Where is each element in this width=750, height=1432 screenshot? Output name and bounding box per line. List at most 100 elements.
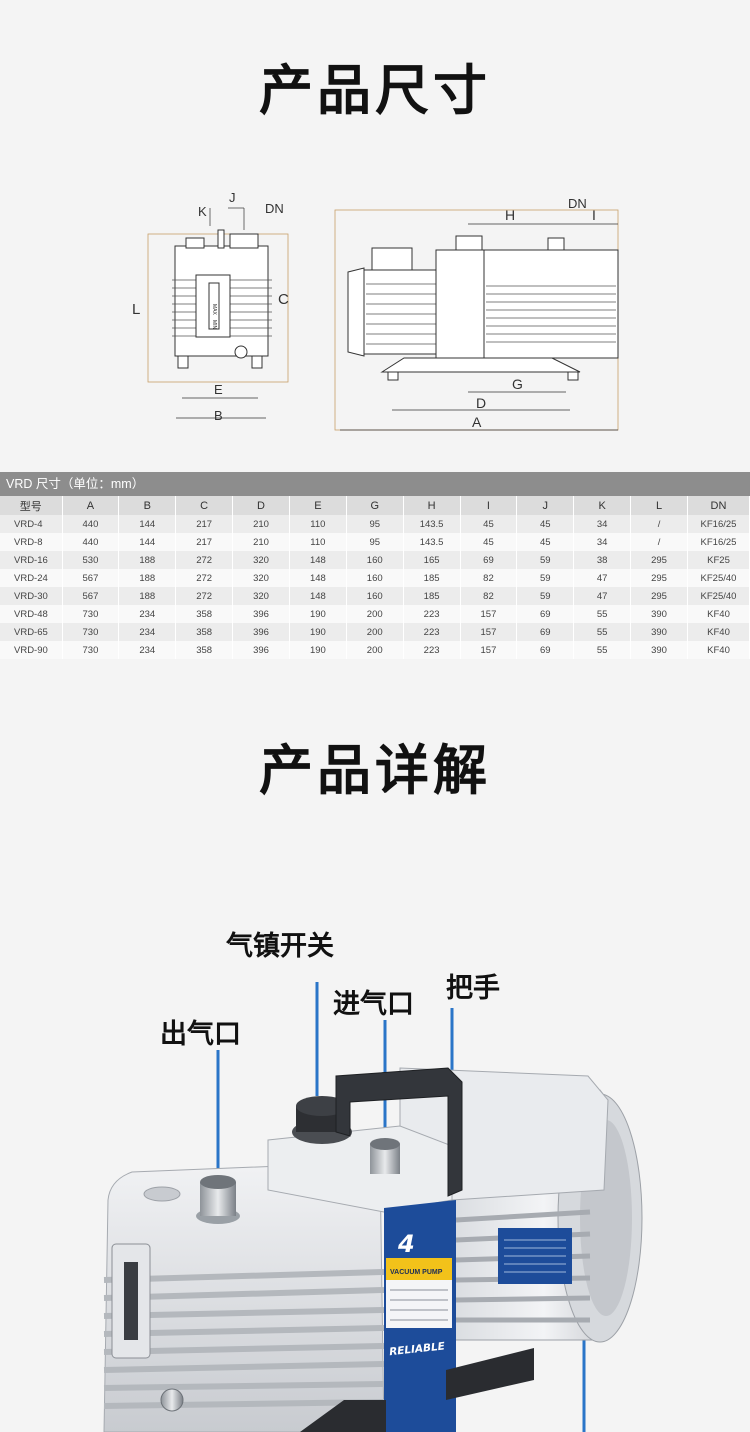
spec-value-cell: 144: [118, 533, 177, 551]
spec-value-cell: KF25/40: [687, 587, 750, 605]
gauge-min-label: MIN: [211, 320, 217, 330]
spec-value-cell: 396: [232, 605, 290, 623]
spec-value-cell: 45: [460, 515, 518, 533]
front-label-c: C: [278, 291, 289, 308]
spec-value-cell: /: [630, 533, 688, 551]
spec-value-cell: 59: [516, 551, 575, 569]
spec-value-cell: 358: [175, 605, 234, 623]
spec-value-cell: 530: [62, 551, 120, 569]
side-label-h: H: [505, 207, 515, 223]
spec-value-cell: 320: [232, 551, 290, 569]
spec-value-cell: 34: [573, 533, 632, 551]
side-label-dn: DN: [568, 196, 587, 211]
spec-value-cell: 45: [516, 515, 575, 533]
spec-value-cell: 295: [630, 569, 688, 587]
spec-value-cell: 217: [175, 533, 234, 551]
spec-value-cell: 730: [62, 641, 120, 659]
spec-header-cell: DN: [687, 496, 750, 515]
spec-header-cell: H: [403, 496, 461, 515]
spec-value-cell: 55: [573, 623, 632, 641]
spec-value-cell: 34: [573, 515, 632, 533]
spec-model-cell: VRD-24: [0, 569, 63, 587]
spec-value-cell: 45: [516, 533, 575, 551]
spec-value-cell: 69: [516, 641, 575, 659]
spec-value-cell: 730: [62, 605, 120, 623]
vacuum-pump-illustration: 4 VACUUM PUMP RELIABLE: [103, 982, 643, 1432]
spec-value-cell: 188: [118, 551, 177, 569]
spec-header-cell: J: [516, 496, 575, 515]
spec-value-cell: 190: [289, 623, 347, 641]
spec-header-cell: C: [175, 496, 234, 515]
spec-value-cell: 200: [346, 605, 404, 623]
spec-value-cell: 160: [346, 569, 404, 587]
spec-value-cell: 390: [630, 605, 688, 623]
spec-value-cell: 210: [232, 533, 290, 551]
spec-value-cell: 82: [460, 587, 518, 605]
pump-brand: RELIABLE: [389, 1340, 447, 1358]
spec-value-cell: 38: [573, 551, 632, 569]
callout-handle: 把手: [446, 973, 500, 1004]
spec-value-cell: 730: [62, 623, 120, 641]
spec-value-cell: /: [630, 515, 688, 533]
spec-value-cell: 69: [516, 605, 575, 623]
front-label-j: J: [229, 190, 236, 205]
spec-value-cell: KF40: [687, 605, 750, 623]
spec-value-cell: 55: [573, 641, 632, 659]
spec-value-cell: 440: [62, 515, 120, 533]
spec-model-cell: VRD-65: [0, 623, 63, 641]
spec-model-cell: VRD-30: [0, 587, 63, 605]
spec-value-cell: 396: [232, 623, 290, 641]
side-label-i: I: [592, 207, 596, 223]
spec-value-cell: 295: [630, 587, 688, 605]
spec-value-cell: 47: [573, 587, 632, 605]
spec-model-cell: VRD-90: [0, 641, 63, 659]
spec-value-cell: 157: [460, 623, 518, 641]
spec-value-cell: 223: [403, 641, 461, 659]
spec-value-cell: 160: [346, 551, 404, 569]
spec-header-cell: B: [118, 496, 177, 515]
spec-value-cell: 55: [573, 605, 632, 623]
spec-value-cell: 143.5: [403, 515, 461, 533]
spec-value-cell: 320: [232, 587, 290, 605]
spec-value-cell: 295: [630, 551, 688, 569]
spec-value-cell: 234: [118, 605, 177, 623]
spec-value-cell: 160: [346, 587, 404, 605]
spec-value-cell: 110: [289, 533, 347, 551]
spec-header-cell: 型号: [0, 496, 63, 515]
pump-model-number: 4: [397, 1230, 415, 1258]
spec-value-cell: 45: [460, 533, 518, 551]
spec-value-cell: 47: [573, 569, 632, 587]
spec-value-cell: 148: [289, 587, 347, 605]
spec-value-cell: 185: [403, 569, 461, 587]
spec-value-cell: 223: [403, 605, 461, 623]
spec-header-cell: A: [62, 496, 120, 515]
side-label-d: D: [476, 395, 486, 411]
spec-header-cell: L: [630, 496, 688, 515]
spec-value-cell: KF40: [687, 641, 750, 659]
section-title-detail: 产品详解: [259, 739, 491, 802]
spec-value-cell: 69: [516, 623, 575, 641]
spec-value-cell: 95: [346, 515, 404, 533]
spec-value-cell: 144: [118, 515, 177, 533]
spec-value-cell: 440: [62, 533, 120, 551]
side-label-a: A: [472, 414, 482, 430]
spec-value-cell: KF16/25: [687, 515, 750, 533]
front-label-l: L: [132, 301, 140, 318]
spec-model-cell: VRD-8: [0, 533, 63, 551]
spec-value-cell: 390: [630, 641, 688, 659]
spec-value-cell: 396: [232, 641, 290, 659]
spec-value-cell: KF25/40: [687, 569, 750, 587]
section-title-size: 产品尺寸: [259, 59, 491, 122]
spec-value-cell: 200: [346, 641, 404, 659]
front-label-k: K: [198, 204, 207, 219]
spec-value-cell: 59: [516, 587, 575, 605]
spec-header-cell: I: [460, 496, 518, 515]
spec-table-caption: VRD 尺寸（单位：mm）: [0, 472, 750, 496]
side-label-g: G: [512, 376, 523, 392]
spec-value-cell: 223: [403, 623, 461, 641]
